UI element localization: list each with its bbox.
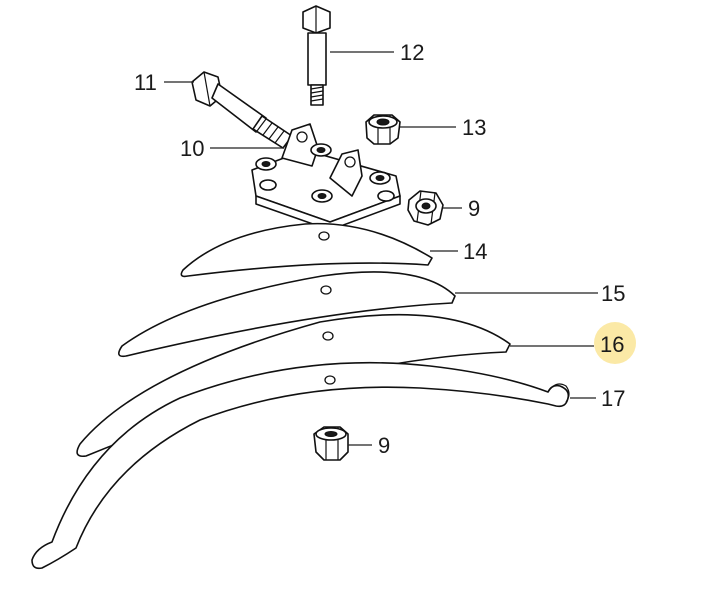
callout-14: 14 — [463, 239, 487, 264]
callout-16-highlight — [594, 322, 636, 364]
part-9-upper-nut[interactable] — [407, 190, 444, 226]
part-9-lower-nut[interactable] — [313, 426, 349, 461]
part-17-main-leaf[interactable] — [31, 361, 570, 570]
callout-17: 17 — [601, 386, 625, 411]
callout-9-lower: 9 — [378, 433, 390, 458]
callout-15: 15 — [601, 281, 625, 306]
callout-12: 12 — [400, 40, 424, 65]
callout-11: 11 — [134, 70, 157, 95]
callout-16: 16 — [600, 332, 624, 357]
callout-labels: 12 11 10 13 9 14 15 16 17 9 — [134, 40, 625, 458]
part-14-leaf[interactable] — [180, 222, 433, 278]
callout-10: 10 — [180, 136, 204, 161]
leader-lines — [164, 51, 598, 446]
callout-13: 13 — [462, 115, 486, 140]
part-10-mounting-bracket[interactable] — [251, 123, 401, 231]
part-11-angled-bolt[interactable] — [191, 71, 293, 149]
callout-9-upper: 9 — [468, 196, 480, 221]
part-12-vertical-bolt[interactable] — [302, 5, 331, 106]
part-15-leaf[interactable] — [118, 271, 456, 358]
part-13-nut[interactable] — [365, 114, 401, 145]
